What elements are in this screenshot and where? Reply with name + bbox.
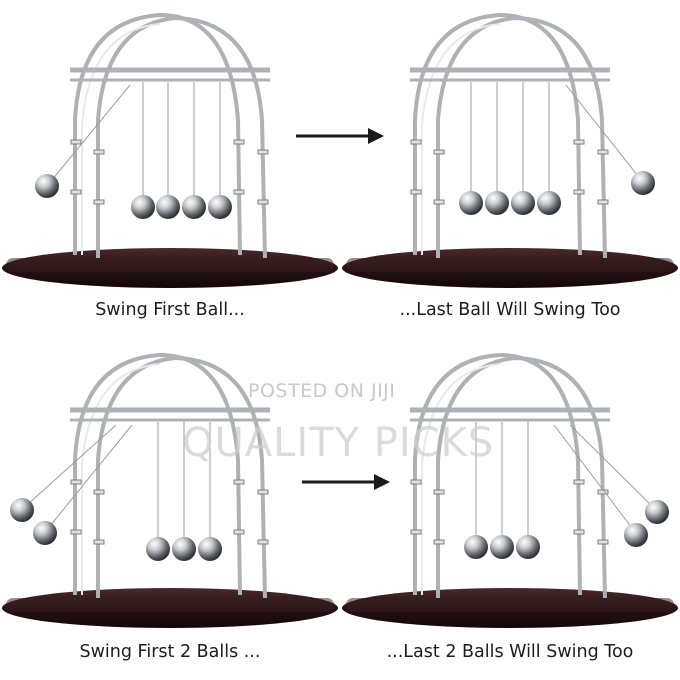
newtons-cradle-image: [342, 12, 678, 288]
cradle-balls: [10, 498, 222, 561]
cradle-balls: [459, 171, 655, 215]
arrow-right-icon: [302, 474, 390, 490]
cradle-strings: [51, 82, 221, 200]
cradle-balls: [35, 174, 232, 219]
cradle-balls: [464, 500, 669, 559]
newtons-cradle-image: [2, 12, 338, 288]
cradle-strings: [475, 422, 653, 540]
cradle-frame: [70, 352, 270, 599]
caption-bottom-left: Swing First 2 Balls ...: [79, 642, 261, 662]
watermark-line-1: POSTED ON JIJI: [248, 380, 396, 402]
cradle-strings: [27, 422, 211, 542]
newtons-cradle-image: [2, 352, 338, 628]
panel-last-two-balls-swing: ...Last 2 Balls Will Swing Too: [340, 340, 680, 680]
arrow-right-icon: [296, 128, 384, 144]
cradle-frame: [410, 12, 610, 259]
caption-top-right: ...Last Ball Will Swing Too: [399, 300, 621, 320]
watermark-line-2: QUALITY PICKS: [182, 420, 495, 466]
cradle-frame: [70, 12, 270, 259]
cradle-strings: [470, 82, 639, 196]
cradle-frame: [410, 352, 610, 599]
caption-top-left: Swing First Ball...: [95, 300, 245, 320]
panel-swing-first-two-balls: Swing First 2 Balls ...: [0, 340, 340, 680]
caption-bottom-right: ...Last 2 Balls Will Swing Too: [386, 642, 634, 662]
panel-last-ball-swings: ...Last Ball Will Swing Too: [340, 0, 680, 340]
newtons-cradle-image: [342, 352, 678, 628]
panel-swing-first-ball: Swing First Ball...: [0, 0, 340, 340]
